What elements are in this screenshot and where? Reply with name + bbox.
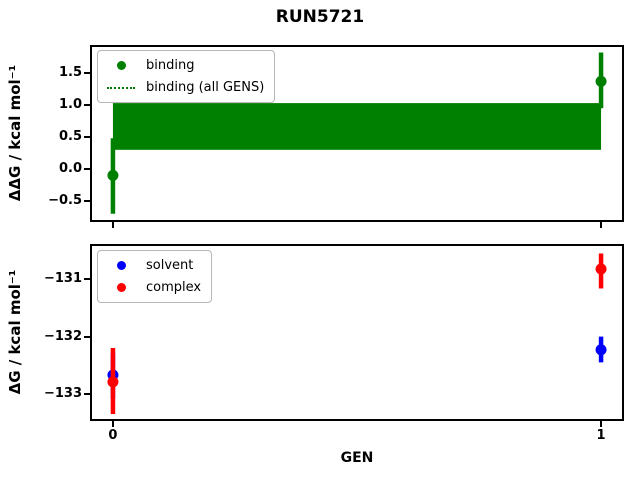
y-tick [84,278,90,281]
y-tick [84,136,90,139]
y-tick [84,335,90,338]
x-tick [600,222,603,228]
x-tick-label: 0 [108,428,118,443]
figure-title: RUN5721 [275,7,365,27]
y-tick-label: −132 [43,328,82,344]
legend-label-binding: binding [146,58,195,73]
binding-axes: binding binding (all GENS) [90,45,624,222]
y-tick-label: 1.5 [58,65,82,81]
data-point-complex-1 [595,263,607,275]
data-point-binding-0 [107,169,119,181]
y-tick [84,200,90,202]
binding-legend: binding binding (all GENS) [97,50,276,103]
legend-item-binding-all-gens: binding (all GENS) [104,78,264,97]
dotted-line-icon [104,86,138,89]
legend-item-solvent: solvent [104,256,201,275]
legend-item-complex: complex [104,278,201,297]
x-tick [111,222,114,228]
y-tick-label: −133 [43,385,82,401]
y-tick [84,392,90,395]
data-point-solvent-1 [595,344,607,356]
x-tick [600,421,603,427]
complex-marker-icon [104,283,138,292]
y-tick-label: 1.0 [58,97,82,113]
data-point-binding-1 [595,75,607,87]
legend-item-binding: binding [104,56,264,75]
y-tick-label: 0.0 [58,161,82,176]
y-tick-label: 0.5 [58,129,82,145]
y-tick-label: −0.5 [48,193,82,208]
uncertainty-band [112,103,602,150]
y-tick [84,104,90,107]
free-energy-plot-area [90,244,624,421]
legend-label-complex: complex [146,280,202,295]
legend-label-solvent: solvent [146,258,194,273]
legend-label-binding-all-gens: binding (all GENS) [146,80,265,95]
axes-frame [90,45,624,222]
solvent-marker-icon [104,261,138,270]
y-tick [84,72,90,75]
x-tick [111,421,114,427]
x-axis-label: GEN [340,450,374,466]
axes-frame [90,244,624,421]
data-point-complex-0 [107,376,119,388]
y-tick [84,168,90,170]
free-energy-axes: solvent complex [90,244,624,421]
free-energy-legend: solvent complex [97,250,213,303]
binding-plot-area [90,45,624,222]
x-tick-label: 1 [596,428,606,443]
binding-marker-icon [104,61,138,70]
y-tick-label: −131 [43,271,82,287]
